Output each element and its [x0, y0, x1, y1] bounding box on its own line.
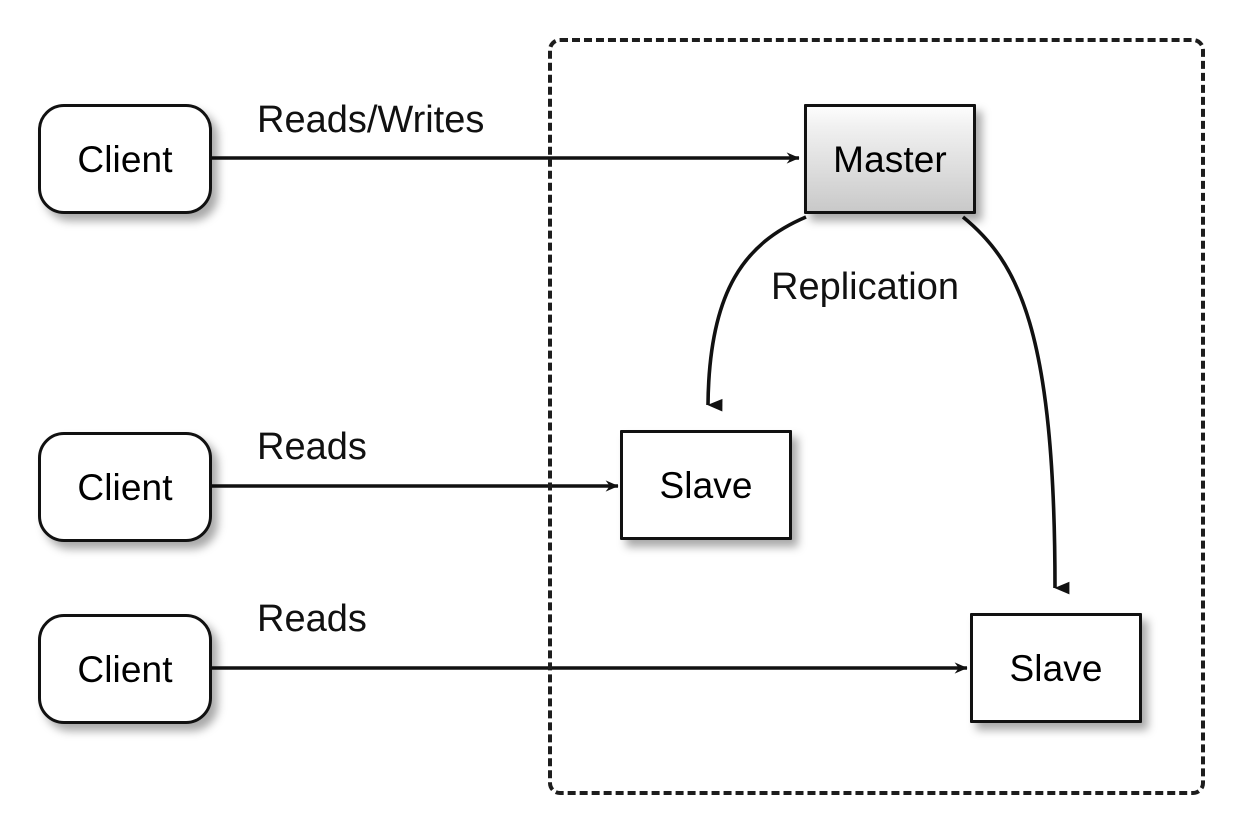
edge-label-reads-slave2: Reads [257, 598, 367, 640]
edge-label-replication: Replication [771, 266, 959, 308]
node-master[interactable]: Master [804, 104, 976, 214]
node-client-3[interactable]: Client [38, 614, 212, 724]
node-client-3-label: Client [77, 648, 173, 690]
connector-master-slave1 [706, 215, 807, 412]
database-cluster-boundary [548, 38, 1205, 795]
node-client-2[interactable]: Client [38, 432, 212, 542]
node-slave-1[interactable]: Slave [620, 430, 792, 540]
node-slave-2-label: Slave [1009, 647, 1103, 689]
node-master-label: Master [833, 138, 947, 180]
edge-label-reads-writes: Reads/Writes [257, 99, 485, 141]
node-client-2-label: Client [77, 466, 173, 508]
node-slave-2[interactable]: Slave [970, 613, 1142, 723]
node-client-1[interactable]: Client [38, 104, 212, 214]
edge-label-reads-slave1: Reads [257, 426, 367, 468]
connector-master-slave2 [961, 215, 1070, 595]
node-client-1-label: Client [77, 138, 173, 180]
node-slave-1-label: Slave [659, 464, 753, 506]
